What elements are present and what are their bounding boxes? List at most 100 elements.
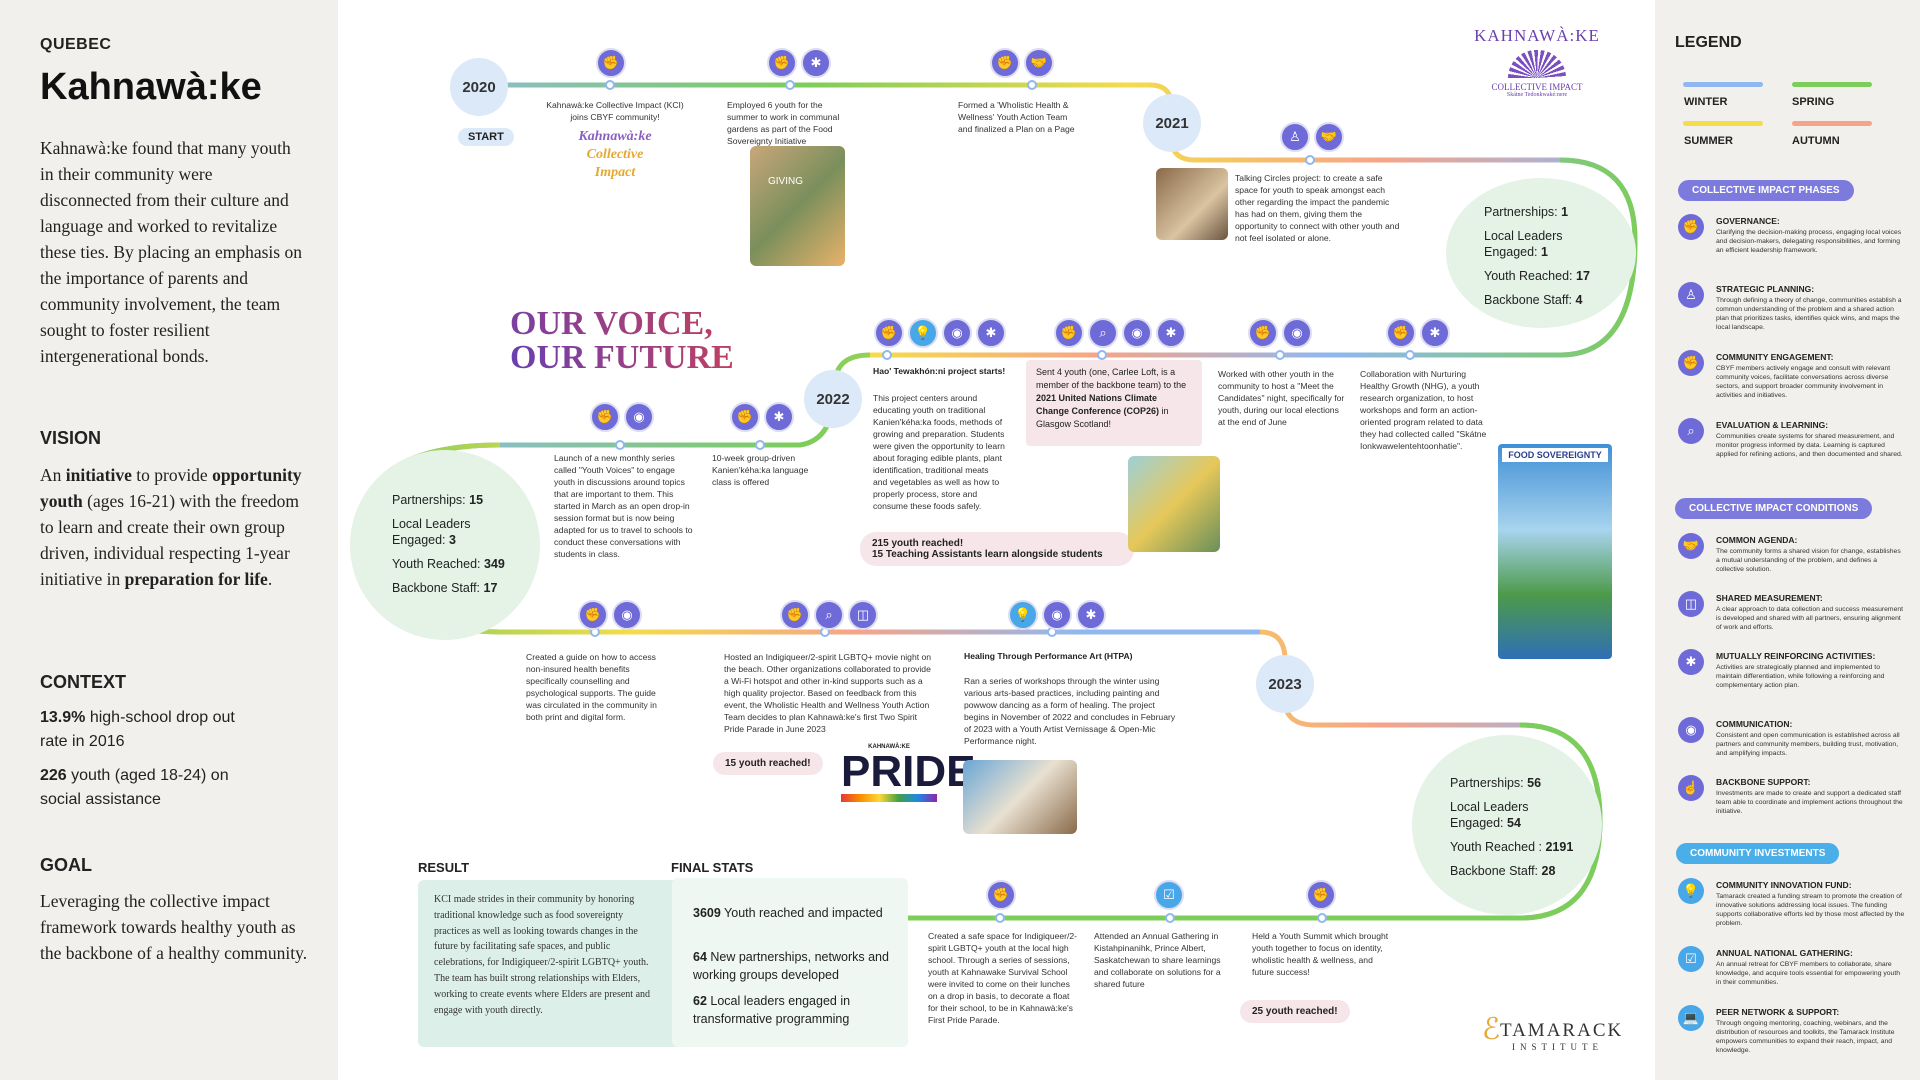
year-2021: 2021 [1143,94,1201,152]
region-label: QUEBEC [40,36,112,53]
event-final-safe-space: Created a safe space for Indigiqueer/2-s… [928,931,1078,1025]
event-icons-youth-voices: ✊◉ [590,402,658,432]
legend-strategic-planning: ♙ STRATEGIC PLANNING: Through defining a… [1678,282,1908,342]
community-engagement-icon: ✊ [596,48,626,78]
reinforcing-activities-icon: ✱ [1420,318,1450,348]
legend-evaluation: ⌕ EVALUATION & LEARNING: Communities cre… [1678,418,1908,478]
event-2022-food-title: Hao' Tewakhón:ni project starts! [873,366,1006,376]
event-icons-gardens: ✊✱ [767,48,835,78]
result-text: KCI made strides in their community by h… [434,894,651,1016]
event-2022-language: 10-week group-driven Kanien'kéha:ka lang… [712,453,809,487]
event-2022-nhg: Collaboration with Nurturing Healthy Gro… [1360,369,1487,451]
final-stat-leaders: 62 Local leaders engaged in transformati… [693,994,851,1026]
reinforcing-activities-icon: ✱ [976,318,1006,348]
event-icons-food: ✊💡◉✱ [874,318,1010,348]
innovation-fund-icon: 💡 [1678,878,1704,904]
food-sovereignty-poster: FOOD SOVEREIGNTY [1498,444,1612,659]
community-engagement-icon: ✊ [578,600,608,630]
communication-icon: ◉ [1678,717,1704,743]
community-engagement-icon: ✊ [874,318,904,348]
conditions-tag: COLLECTIVE IMPACT CONDITIONS [1675,498,1873,519]
year-2020: 2020 [450,58,508,116]
reinforcing-activities-icon: ✱ [1156,318,1186,348]
event-icons-cop26: ✊⌕◉✱ [1054,318,1190,348]
community-engagement-icon: ✊ [986,880,1016,910]
community-engagement-icon: ✊ [1678,350,1704,376]
year-2023: 2023 [1256,655,1314,713]
spacer [1628,58,1632,59]
event-2022-youth-voices: Launch of a new monthly series called "Y… [554,453,693,559]
event-final-summit: Held a Youth Summit which brought youth … [1252,931,1389,977]
common-agenda-icon: 🤝 [1314,122,1344,152]
common-agenda-icon: 🤝 [1024,48,1054,78]
legend-reinforcing-activities: ✱ MUTUALLY REINFORCING ACTIVITIES: Activ… [1678,649,1908,703]
legend-backbone-support: ☝ BACKBONE SUPPORT: Investments are made… [1678,775,1908,829]
event-2020-join: Kahnawà:ke Collective Impact (KCI) joins… [546,100,684,122]
event-2020-gardens: Employed 6 youth for the summer to work … [727,100,840,146]
final-stat-partnerships: 64 New partnerships, networks and workin… [693,950,889,982]
pride-graphic: KAHNAWÀ:KE PRIDE [841,744,975,809]
community-engagement-icon: ✊ [590,402,620,432]
event-icons-language: ✊✱ [730,402,798,432]
legend-summer: SUMMER [1684,135,1733,147]
event-icons-htpa: 💡◉✱ [1008,600,1110,630]
legend-innovation-fund: 💡 COMMUNITY INNOVATION FUND: Tamarack cr… [1678,878,1908,932]
common-agenda-icon: 🤝 [1678,533,1704,559]
vision-text: An initiative to provide opportunity you… [40,465,302,589]
cop26-photo [1128,456,1220,552]
backbone-support-icon: ☝ [1678,775,1704,801]
vision-header: VISION [40,428,102,448]
final-stats-box [672,878,908,1047]
event-icons-safe-space: ✊ [986,880,1020,910]
national-gathering-icon: ☑ [1678,946,1704,972]
legend-autumn: AUTUMN [1792,135,1840,147]
community-engagement-icon: ✊ [1306,880,1336,910]
communication-icon: ◉ [624,402,654,432]
garden-photo: GIVING [750,146,845,266]
innovation-fund-icon: 💡 [1008,600,1038,630]
reinforcing-activities-icon: ✱ [1678,649,1704,675]
event-icons-summit: ✊ [1306,880,1340,910]
shared-measurement-icon: ◫ [848,600,878,630]
goal-text: Leveraging the collective impact framewo… [40,891,308,963]
stats-2022: Partnerships: 15 Local Leaders Engaged: … [350,450,540,640]
htpa-photo [963,760,1077,834]
evaluation-icon: ⌕ [1678,418,1704,444]
legend-summer-swatch [1683,121,1763,126]
strategic-planning-icon: ♙ [1678,282,1704,308]
strategic-planning-icon: ♙ [1280,122,1310,152]
event-2023-htpa: Ran a series of workshops through the wi… [964,676,1176,746]
final-stats-header: FINAL STATS [671,860,754,875]
legend-community-engagement: ✊ COMMUNITY ENGAGEMENT: CBYF members act… [1678,350,1908,410]
peer-network-icon: 💻 [1678,1005,1704,1031]
event-icons-candidates: ✊◉ [1248,318,1316,348]
intro-text: Kahnawà:ke found that many youth in thei… [40,138,302,366]
legend-spring: SPRING [1792,96,1835,108]
pill-food-reach: 215 youth reached!15 Teaching Assistants… [860,532,1134,566]
evaluation-icon: ⌕ [814,600,844,630]
stats-2023: Partnerships: 56 Local Leaders Engaged: … [1412,735,1602,915]
kahnawake-ci-logo: KAHNAWÀ:KE COLLECTIVE IMPACT Skátne Tedo… [1474,26,1600,98]
event-icons-movie-night: ✊⌕◫ [780,600,882,630]
legend-winter: WINTER [1684,96,1728,108]
reinforcing-activities-icon: ✱ [764,402,794,432]
legend-common-agenda: 🤝 COMMON AGENDA: The community forms a s… [1678,533,1908,587]
legend-winter-swatch [1683,82,1763,87]
tagline: OUR VOICE, OUR FUTURE [510,305,734,376]
pill-summit-reach: 25 youth reached! [1240,1000,1350,1023]
event-2022-candidates: Worked with other youth in the community… [1218,369,1345,427]
community-engagement-icon: ✊ [767,48,797,78]
start-label: START [458,128,514,146]
final-stat-youth: 3609 Youth reached and impacted [693,906,883,920]
event-2022-food: This project centers around educating yo… [873,393,1005,511]
legend-peer-network: 💻 PEER NETWORK & SUPPORT: Through ongoin… [1678,1005,1908,1065]
context-header: CONTEXT [40,672,127,692]
legend-spring-swatch [1792,82,1872,87]
event-2022-cop26: Sent 4 youth (one, Carlee Loft, is a mem… [1026,360,1202,446]
event-2023-htpa-title: Healing Through Performance Art (HTPA) [964,651,1133,661]
legend-autumn-swatch [1792,121,1872,126]
context-stat-assistance: 226 youth (aged 18-24) on social assista… [40,767,229,808]
community-engagement-icon: ✊ [1386,318,1416,348]
event-2023-health-guide: Created a guide on how to access non-ins… [526,652,657,722]
national-gathering-icon: ☑ [1154,880,1184,910]
